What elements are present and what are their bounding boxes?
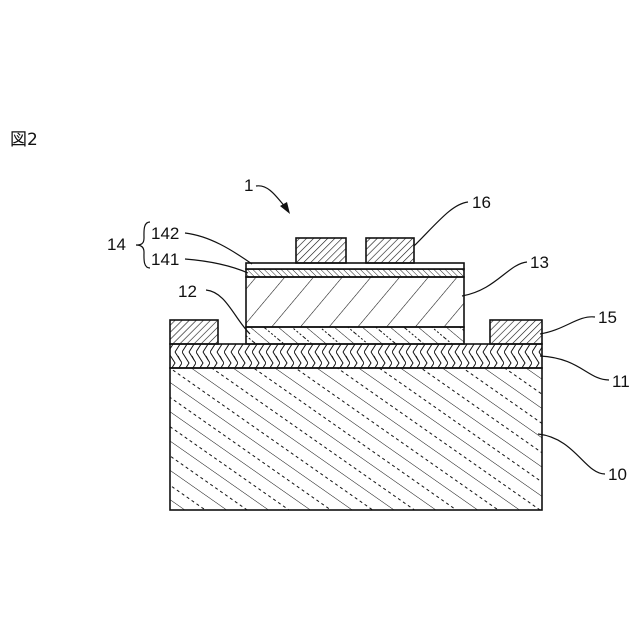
layer-141 bbox=[246, 269, 464, 277]
electrode-16-left bbox=[296, 238, 346, 263]
label-13: 13 bbox=[530, 253, 549, 272]
electrode-16-right bbox=[366, 238, 414, 263]
label-11: 11 bbox=[612, 372, 630, 391]
device-label: 1 bbox=[244, 176, 253, 195]
electrode-15-left bbox=[170, 320, 218, 344]
substrate-10 bbox=[170, 368, 542, 510]
label-10: 10 bbox=[608, 465, 627, 484]
label-12: 12 bbox=[178, 282, 197, 301]
label-15: 15 bbox=[598, 308, 617, 327]
electrode-15-right bbox=[490, 320, 542, 344]
label-142: 142 bbox=[151, 224, 179, 243]
device-arrow bbox=[256, 186, 286, 208]
layer-11 bbox=[170, 344, 542, 368]
layer-13 bbox=[246, 277, 464, 327]
layer-12 bbox=[246, 327, 464, 344]
layer-142 bbox=[246, 263, 464, 269]
label-141: 141 bbox=[151, 250, 179, 269]
figure-title: 図2 bbox=[10, 130, 38, 150]
device-arrowhead bbox=[280, 202, 290, 214]
brace-14 bbox=[136, 222, 150, 268]
label-14: 14 bbox=[107, 235, 126, 254]
label-16: 16 bbox=[472, 193, 491, 212]
